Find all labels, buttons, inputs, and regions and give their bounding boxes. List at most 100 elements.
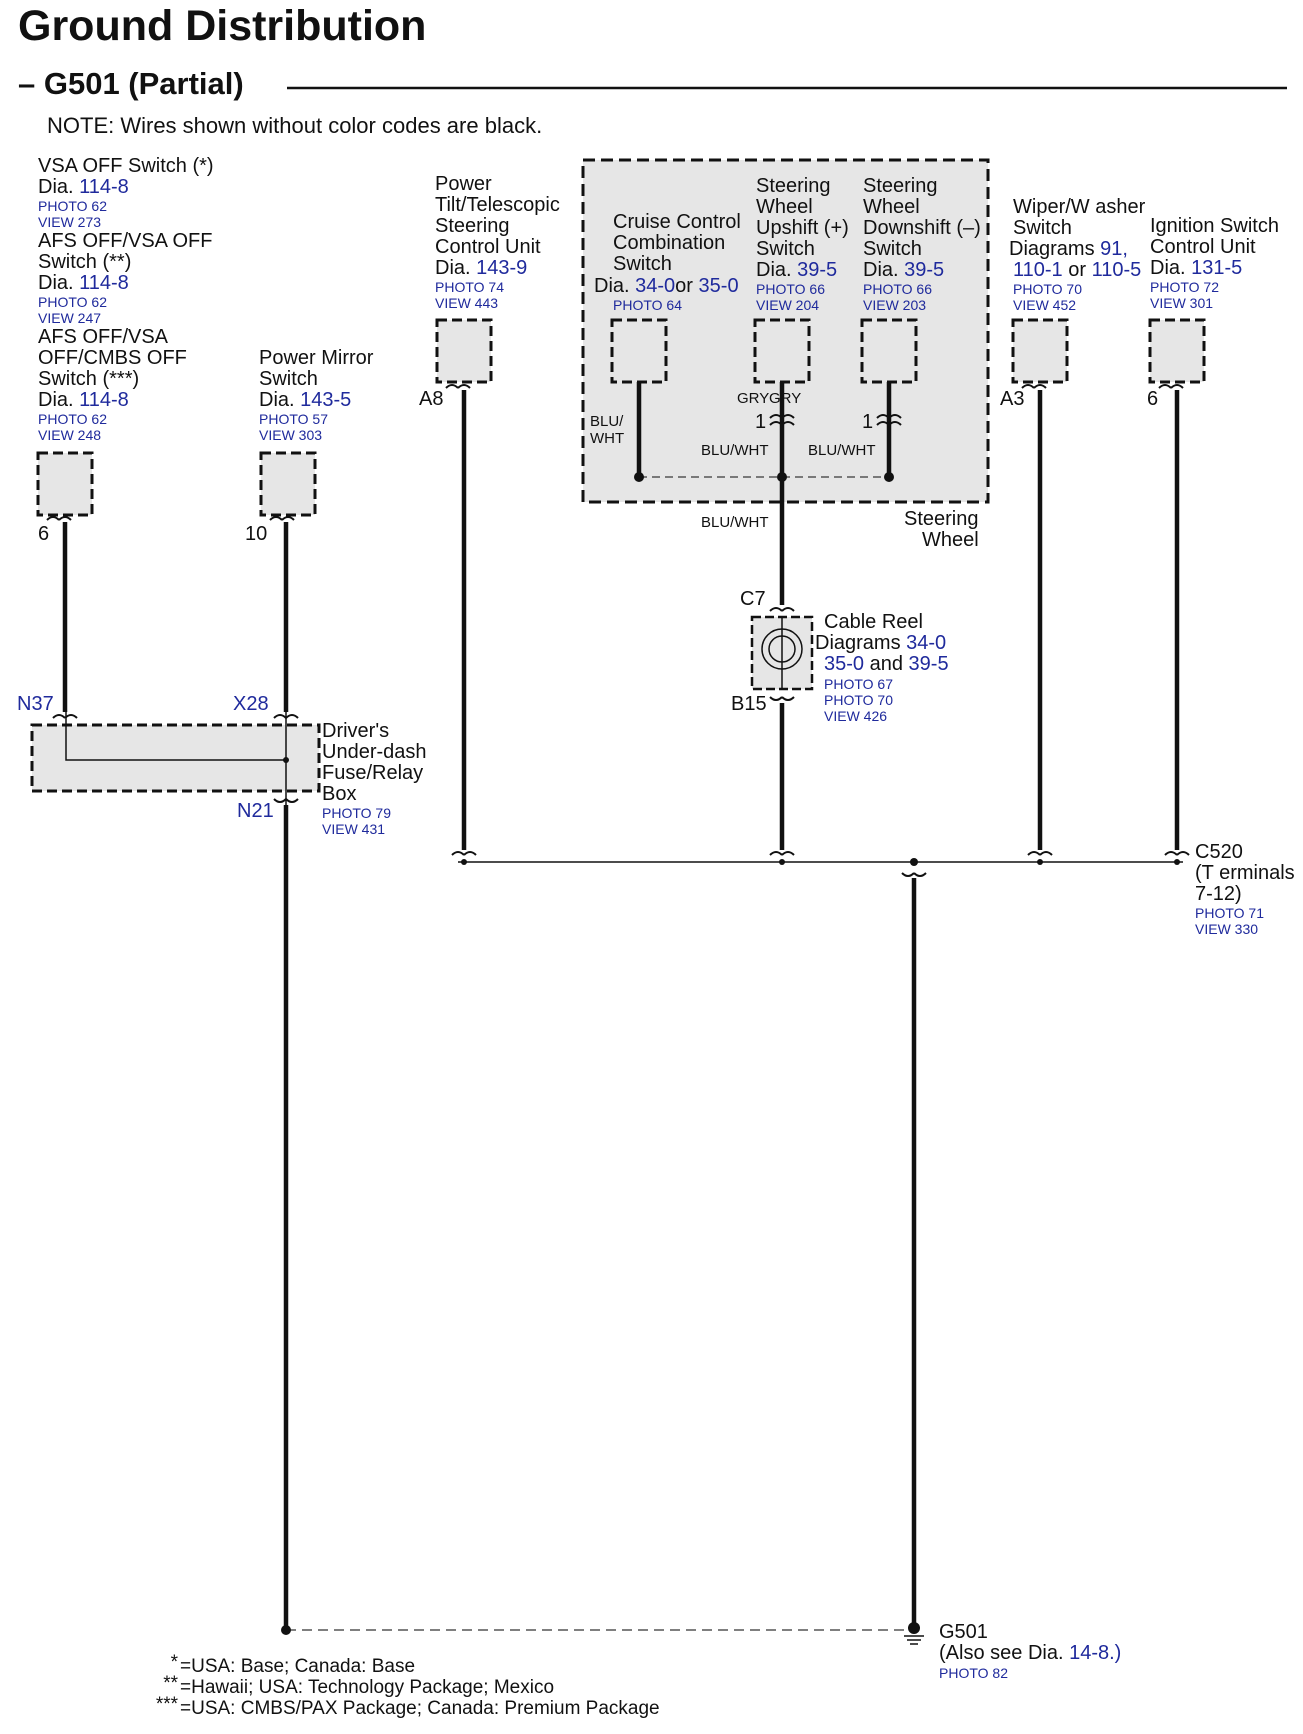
power-mirror-view[interactable]: VIEW 303 [259,427,323,443]
footnote-mark-3: *** [155,1694,178,1715]
page-title: Ground Distribution [18,2,427,50]
cruise-dia-link-2[interactable]: 35-0 [698,275,739,297]
fuse-box-view[interactable]: VIEW 431 [322,821,386,837]
cable-reel-top-conn: C7 [740,588,766,610]
power-mirror-label-1: Power Mirror [259,347,374,369]
cable-reel-photo-1[interactable]: PHOTO 67 [824,676,893,692]
tilt-label-4: Control Unit [435,236,541,258]
wiper-dia-line-2: 110-1 or 110-5 [1013,260,1141,281]
wiper-view[interactable]: VIEW 452 [1013,297,1077,313]
upshift-photo[interactable]: PHOTO 66 [756,281,825,297]
or-text: or [1068,259,1087,281]
cruise-label-1: Cruise Control [613,211,741,233]
upshift-label-1: Steering [756,175,831,197]
steering-wheel-label-2: Wheel [922,529,979,551]
c520-photo[interactable]: PHOTO 71 [1195,905,1264,921]
dia-prefix: Dia. [38,389,74,411]
wiper-label-2: Switch [1013,217,1072,239]
dia-prefix: Dia. [38,176,74,198]
wiper-dia-link-2[interactable]: 110-1 [1013,259,1063,281]
cruise-photo[interactable]: PHOTO 64 [613,297,682,313]
downshift-view[interactable]: VIEW 203 [863,297,927,313]
upshift-dia-line: Dia. 39-5 [756,260,837,281]
and-text: and [869,653,903,675]
downshift-wire-top: GRY [769,390,802,407]
also-see-text: (Also see [939,1642,1023,1664]
wiper-dia-link-1[interactable]: 91, [1100,238,1128,260]
ignition-dia-link[interactable]: 131-5 [1191,257,1243,279]
cable-reel-dia-link-2[interactable]: 35-0 [824,653,865,675]
cable-reel-dia-link-3[interactable]: 39-5 [908,653,949,675]
cruise-wire-1: BLU/ [590,413,624,430]
ignition-pin: 6 [1147,388,1159,410]
upshift-label-2: Wheel [756,196,813,218]
g501-dia-link[interactable]: 14-8.) [1069,1642,1122,1664]
afs-vsa-label-b: Switch (**) [38,251,132,273]
vsa-switch-box [36,451,94,517]
tilt-view[interactable]: VIEW 443 [435,295,499,311]
cable-reel-photo-2[interactable]: PHOTO 70 [824,692,893,708]
upshift-dia-link[interactable]: 39-5 [797,259,838,281]
downshift-switch-box [860,318,918,384]
cable-reel-dia-line-2: 35-0 and 39-5 [824,654,949,675]
cruise-dia-link-1[interactable]: 34-0 [635,275,676,297]
afs-cmbs-label-c: Switch (***) [38,368,140,390]
vsa-dia-link[interactable]: 114-8 [79,176,129,198]
afs-vsa-photo[interactable]: PHOTO 62 [38,294,107,310]
footnote-mark-2: ** [163,1673,178,1694]
g501-photo[interactable]: PHOTO 82 [939,1665,1008,1681]
cruise-wire-2: WHT [590,430,625,447]
wiper-pin: A3 [1000,388,1025,410]
wiper-dia-link-3[interactable]: 110-5 [1091,259,1142,281]
g501-label: G501 [939,1621,988,1643]
ignition-view[interactable]: VIEW 301 [1150,295,1214,311]
cable-reel-dia-link-1[interactable]: 34-0 [906,632,947,654]
tilt-photo[interactable]: PHOTO 74 [435,279,504,295]
vsa-photo[interactable]: PHOTO 62 [38,198,107,214]
afs-vsa-dia-link[interactable]: 114-8 [79,272,129,294]
dia-prefix: Dia. [435,257,471,279]
power-mirror-dia-link[interactable]: 143-5 [300,389,352,411]
upshift-view[interactable]: VIEW 204 [756,297,820,313]
fuse-box-pin-bottom: N21 [237,800,274,822]
power-mirror-switch-box [259,451,317,517]
fuse-box-label-1: Driver's [322,720,390,742]
fuse-box-internal-bus [65,712,286,761]
tilt-control-unit-box [435,318,493,384]
steering-wheel-label-1: Steering [904,508,979,530]
wiper-switch-box [1011,318,1069,384]
wiper-photo[interactable]: PHOTO 70 [1013,281,1082,297]
downshift-label-1: Steering [863,175,938,197]
c520-label-1: C520 [1195,841,1243,863]
c520-view[interactable]: VIEW 330 [1195,921,1259,937]
cruise-switch-box [610,318,668,384]
ignition-photo[interactable]: PHOTO 72 [1150,279,1219,295]
tilt-pin: A8 [419,388,444,410]
cable-reel-view[interactable]: VIEW 426 [824,708,888,724]
cable-reel-dia-line-1: Diagrams 34-0 [815,633,946,654]
g501-ground-point [908,1622,920,1634]
cable-reel-label: Cable Reel [824,611,923,633]
fuse-box-photo[interactable]: PHOTO 79 [322,805,391,821]
note-text: NOTE: Wires shown without color codes ar… [47,113,543,138]
footnote-mark-1: * [170,1652,178,1673]
power-mirror-photo[interactable]: PHOTO 57 [259,411,328,427]
vsa-dia-line: Dia. 114-8 [38,177,129,198]
downshift-photo[interactable]: PHOTO 66 [863,281,932,297]
vsa-view[interactable]: VIEW 273 [38,214,102,230]
dia-prefix: Dia. [38,272,74,294]
afs-vsa-view[interactable]: VIEW 247 [38,310,102,326]
downshift-dia-line: Dia. 39-5 [863,260,944,281]
afs-cmbs-view[interactable]: VIEW 248 [38,427,102,443]
downshift-label-4: Switch [863,238,922,260]
power-mirror-pin: 10 [245,523,268,545]
afs-cmbs-photo[interactable]: PHOTO 62 [38,411,107,427]
dia-prefix: Dia. [594,275,630,297]
or-text: or [675,275,693,297]
tilt-dia-link[interactable]: 143-9 [476,257,528,279]
c520-label-2: (T erminals [1195,862,1295,884]
cable-reel-bottom-conn: B15 [731,693,767,715]
afs-cmbs-dia-link[interactable]: 114-8 [79,389,129,411]
downshift-dia-link[interactable]: 39-5 [904,259,945,281]
